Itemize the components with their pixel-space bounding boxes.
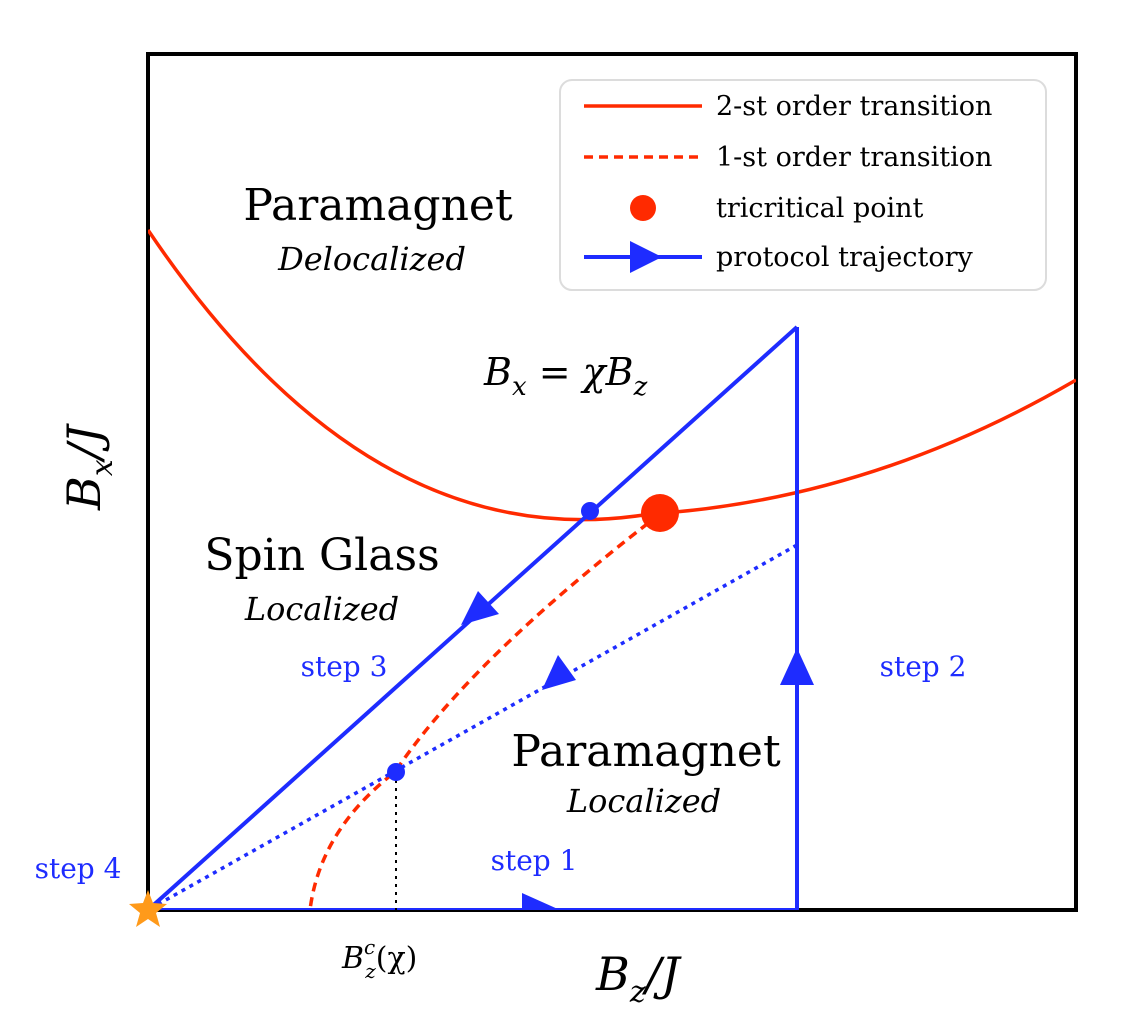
legend: 2-st order transition 1-st order transit… — [559, 79, 1047, 291]
legend-label-trajectory: protocol trajectory — [716, 242, 973, 273]
region-top-subtitle: Delocalized — [277, 240, 466, 278]
trajectory-equation: Bx = χBz — [483, 350, 648, 402]
legend-arrowhead-icon — [630, 241, 662, 273]
origin-star-icon — [129, 890, 167, 927]
step4-label: step 4 — [35, 852, 122, 885]
step2-arrow-icon — [780, 648, 814, 685]
intersection-dot-lower — [387, 763, 405, 781]
region-left-title: Spin Glass — [204, 530, 439, 581]
region-bottom-title: Paramagnet — [511, 726, 781, 777]
intersection-dot-upper — [581, 502, 599, 520]
legend-label-first-order: 1-st order transition — [716, 142, 992, 173]
legend-label-tricritical: tricritical point — [716, 193, 924, 224]
dotted-arrow-icon — [542, 655, 576, 690]
step1-arrow-icon — [522, 893, 560, 910]
tricritical-point — [641, 494, 679, 532]
step1-label: step 1 — [491, 844, 578, 877]
step3-arrow-icon — [461, 591, 499, 625]
second-order-transition-curve — [148, 229, 1076, 522]
x-axis-label: Bz/J — [595, 947, 682, 1010]
region-left-subtitle: Localized — [244, 590, 399, 628]
region-top-title: Paramagnet — [243, 180, 513, 231]
dot-icon — [630, 195, 656, 221]
legend-label-second-order: 2-st order transition — [716, 91, 992, 122]
step2-label: step 2 — [880, 650, 967, 683]
y-axis-label: Bx/J — [57, 423, 120, 511]
trajectory-dotted-line — [148, 543, 798, 910]
step3-label: step 3 — [301, 650, 388, 683]
legend-box — [559, 79, 1047, 291]
region-bottom-subtitle: Localized — [566, 782, 721, 820]
